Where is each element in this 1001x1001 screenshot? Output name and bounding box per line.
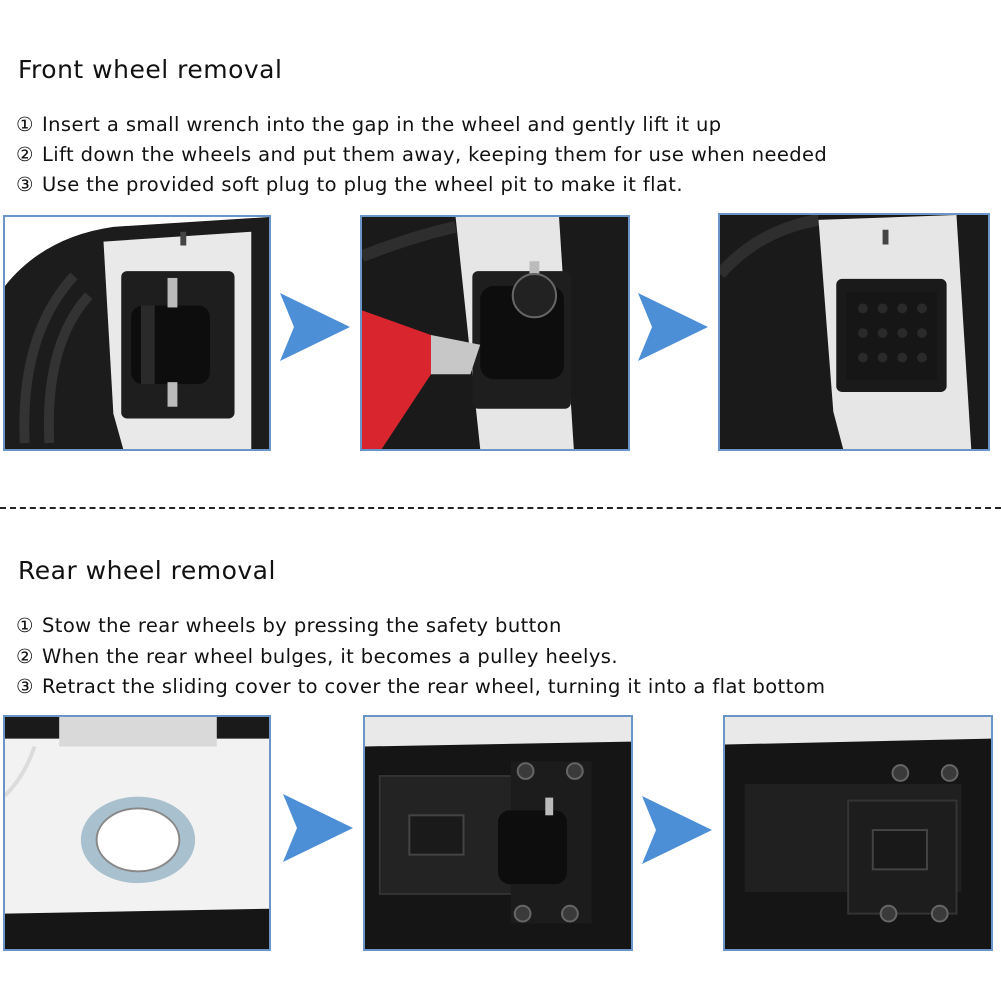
step-number: ①	[16, 113, 34, 136]
step-text: Insert a small wrench into the gap in th…	[42, 113, 722, 136]
step-number: ①	[16, 614, 34, 637]
step-text: When the rear wheel bulges, it becomes a…	[42, 645, 618, 668]
step-number: ②	[16, 143, 34, 166]
step-text: Stow the rear wheels by pressing the saf…	[42, 614, 562, 637]
front-step-3: ③ Use the provided soft plug to plug the …	[16, 173, 683, 196]
step-text: Lift down the wheels and put them away, …	[42, 143, 828, 166]
rear-section-title: Rear wheel removal	[18, 556, 276, 585]
step-text: Retract the sliding cover to cover the r…	[42, 675, 826, 698]
arrow-right-icon	[283, 794, 353, 862]
step-number: ②	[16, 645, 34, 668]
arrow-right-icon	[638, 293, 708, 361]
arrow-right-icon	[280, 293, 350, 361]
arrow-right-icon	[642, 796, 712, 864]
rear-photo-wheel-out	[363, 715, 633, 951]
step-number: ③	[16, 173, 34, 196]
front-photo-plugged	[718, 213, 990, 451]
front-photo-wrench-lifting	[360, 215, 630, 451]
front-step-2: ② Lift down the wheels and put them away,…	[16, 143, 827, 166]
rear-photo-cover-closed	[723, 715, 993, 951]
front-step-1: ① Insert a small wrench into the gap in t…	[16, 113, 722, 136]
rear-step-1: ① Stow the rear wheels by pressing the sa…	[16, 614, 562, 637]
rear-step-2: ② When the rear wheel bulges, it becomes …	[16, 645, 618, 668]
rear-photo-safety-button	[3, 715, 271, 951]
front-section-title: Front wheel removal	[18, 55, 283, 84]
front-photo-wheel-installed	[3, 215, 271, 451]
rear-step-3: ③ Retract the sliding cover to cover the …	[16, 675, 825, 698]
step-number: ③	[16, 675, 34, 698]
section-divider	[0, 507, 1001, 509]
step-text: Use the provided soft plug to plug the w…	[42, 173, 683, 196]
